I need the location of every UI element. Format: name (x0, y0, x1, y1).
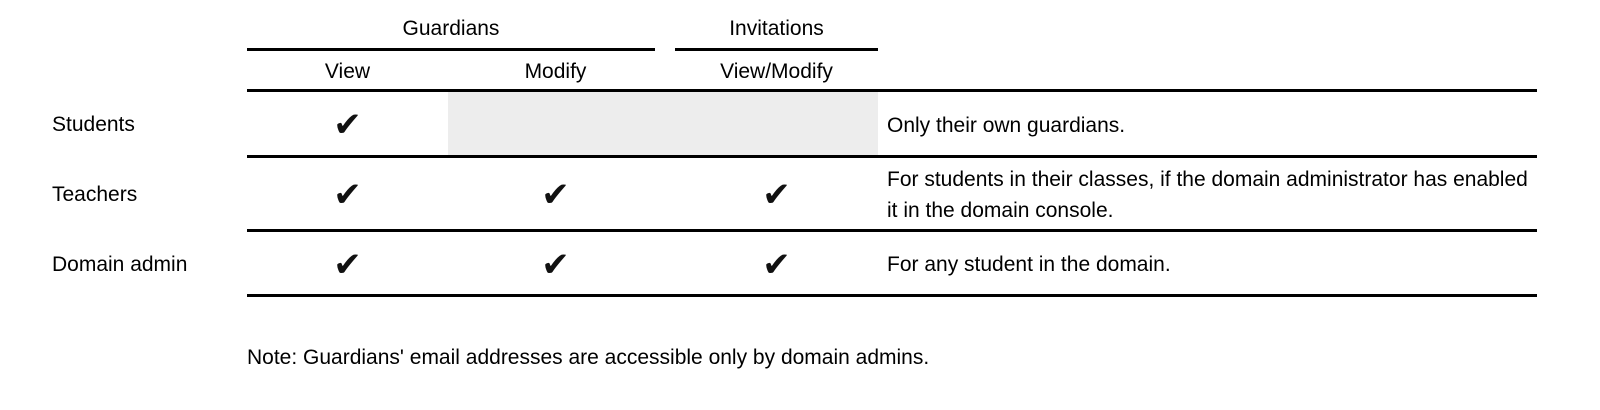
table-row-teachers: Teachers ✔ ✔ ✔ For students in their cla… (0, 158, 1537, 232)
group-header-guardians-label: Guardians (402, 17, 500, 40)
group-header-invitations: Invitations (675, 0, 878, 51)
group-header-guardians: Guardians (247, 0, 655, 51)
permissions-table: Guardians Invitations View Modify View/M… (0, 0, 1537, 297)
disabled-cell (448, 92, 663, 158)
check-icon: ✔ (541, 175, 570, 215)
check-icon: ✔ (333, 105, 362, 145)
row-label: Domain admin (52, 252, 188, 276)
disabled-cell (663, 92, 878, 158)
group-header-spacer (878, 0, 1537, 51)
column-header-view: View (324, 59, 371, 83)
column-header-spacer (0, 51, 247, 92)
row-note: For students in their classes, if the do… (887, 168, 1528, 222)
table-column-header-row: View Modify View/Modify (0, 51, 1537, 92)
table-row-students: Students ✔ Only their own guardians. (0, 92, 1537, 158)
check-icon: ✔ (762, 175, 791, 215)
column-header-modify: Modify (524, 59, 587, 83)
footnote: Note: Guardians' email addresses are acc… (247, 346, 930, 369)
group-header-spacer (0, 0, 247, 51)
table-group-header-row: Guardians Invitations (0, 0, 1537, 51)
check-icon: ✔ (333, 244, 362, 285)
column-header-view-modify: View/Modify (720, 59, 833, 83)
column-header-spacer (878, 51, 1537, 92)
row-note: For any student in the domain. (887, 253, 1171, 276)
check-icon: ✔ (333, 175, 362, 215)
check-icon: ✔ (762, 244, 791, 285)
check-icon: ✔ (541, 244, 570, 285)
group-header-invitations-label: Invitations (729, 17, 824, 40)
table-row-domain-admin: Domain admin ✔ ✔ ✔ For any student in th… (0, 232, 1537, 297)
row-note: Only their own guardians. (887, 113, 1126, 137)
row-label: Students (52, 113, 135, 136)
row-label: Teachers (52, 183, 138, 206)
